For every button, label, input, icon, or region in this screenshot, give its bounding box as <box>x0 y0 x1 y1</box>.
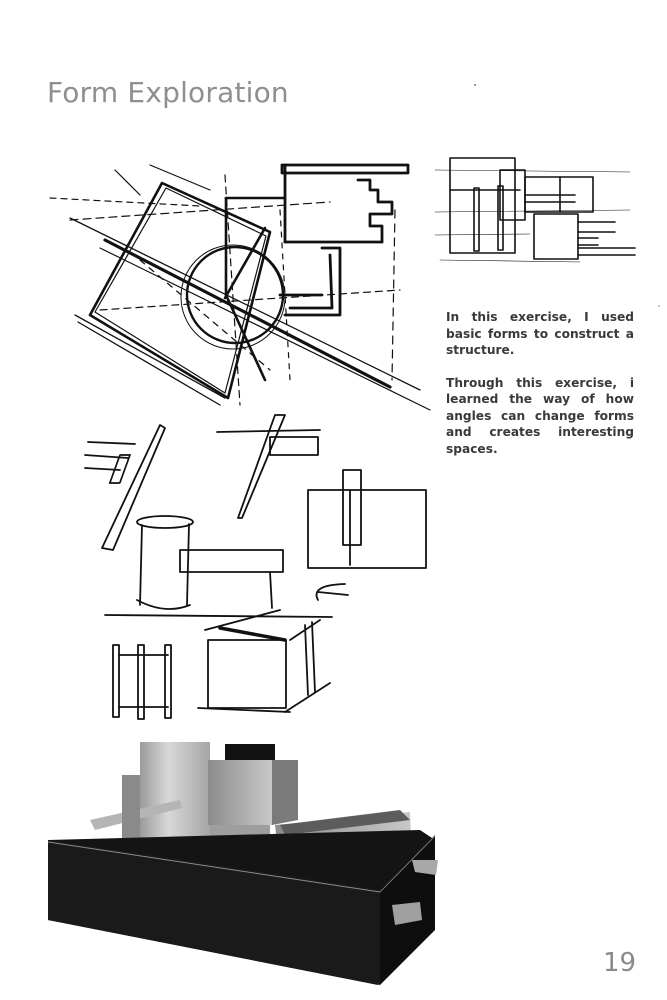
page-title: Form Exploration <box>47 76 289 109</box>
page-number: 19 <box>603 948 637 978</box>
description-paragraph: In this exercise, I used basic forms to … <box>446 310 634 357</box>
stray-mark <box>658 305 660 307</box>
description-paragraph: Through this exercise, i learned the way… <box>446 375 634 456</box>
form-study-sketches <box>84 414 427 720</box>
description-text: In this exercise, I used basic forms to … <box>446 309 634 473</box>
physical-model-photo <box>47 742 438 985</box>
plan-sketch <box>49 163 431 411</box>
stray-mark <box>474 84 476 86</box>
elevation-sketch <box>434 157 636 263</box>
